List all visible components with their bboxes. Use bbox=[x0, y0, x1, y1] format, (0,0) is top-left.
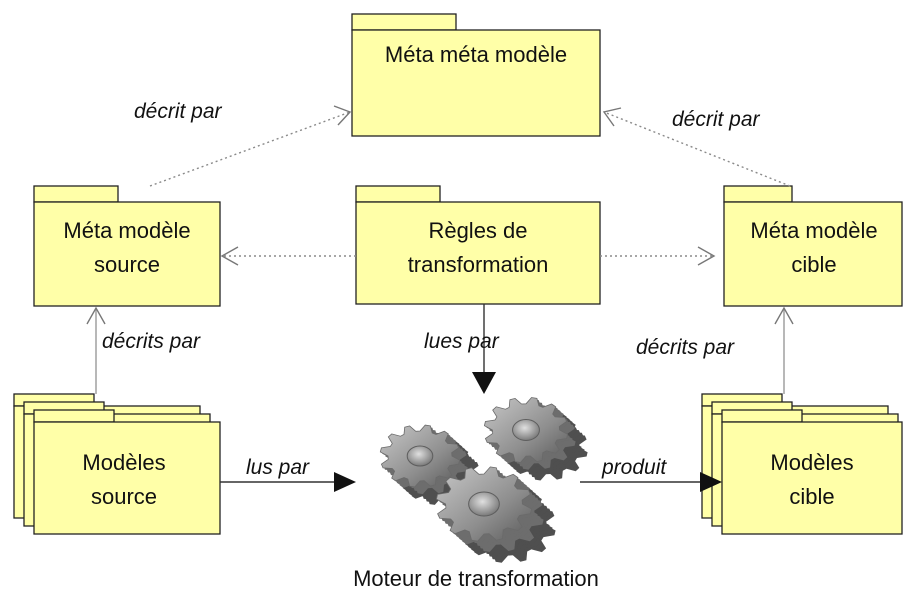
gear-hub bbox=[468, 491, 500, 517]
package-rules-line1: Règles de bbox=[428, 218, 527, 243]
package-models-source-line1: Modèles bbox=[82, 450, 165, 475]
edge-models-target-to-meta-target bbox=[774, 306, 794, 394]
edge-label-read-by-models: lus par bbox=[246, 456, 310, 479]
edge-engine-to-models-target bbox=[580, 472, 722, 492]
package-models-target: Modèles cible bbox=[701, 393, 903, 535]
package-meta-target-line1: Méta modèle bbox=[750, 218, 877, 243]
package-models-source: Modèles source bbox=[13, 393, 221, 535]
edge-label-produces: produit bbox=[601, 456, 667, 479]
package-models-target-line1: Modèles bbox=[770, 450, 853, 475]
edge-rules-to-meta-target bbox=[600, 246, 716, 266]
edge-models-source-to-engine bbox=[220, 472, 356, 492]
package-meta-target-line2: cible bbox=[791, 252, 836, 277]
package-models-source-line2: source bbox=[91, 484, 157, 509]
package-transformation-rules: Règles de transformation bbox=[355, 185, 601, 305]
edge-label-described-by-right: décrit par bbox=[672, 108, 761, 131]
package-models-target-line2: cible bbox=[789, 484, 834, 509]
edge-label-described-by-left: décrit par bbox=[134, 100, 223, 123]
package-rules-line2: transformation bbox=[408, 252, 549, 277]
edge-rules-to-engine bbox=[472, 304, 496, 394]
package-meta-source-line2: source bbox=[94, 252, 160, 277]
edge-rules-to-meta-source bbox=[220, 246, 356, 266]
gear-hub bbox=[406, 445, 434, 467]
edge-label-described-plural-right: décrits par bbox=[636, 336, 735, 359]
package-meta-model-target: Méta modèle cible bbox=[723, 185, 903, 307]
edge-label-read-by-rules: lues par bbox=[424, 330, 500, 353]
package-meta-source-line1: Méta modèle bbox=[63, 218, 190, 243]
engine-caption: Moteur de transformation bbox=[353, 566, 599, 591]
edge-meta-source-to-meta-meta bbox=[149, 105, 352, 187]
edge-label-described-plural-left: décrits par bbox=[102, 330, 201, 353]
package-meta-meta-model: Méta méta modèle bbox=[351, 13, 601, 137]
package-meta-meta-model-label: Méta méta modèle bbox=[385, 42, 567, 67]
edge-models-source-to-meta-source bbox=[86, 306, 106, 394]
edge-meta-target-to-meta-meta bbox=[602, 107, 791, 187]
gear-hub bbox=[512, 419, 540, 441]
gears-icon bbox=[379, 397, 588, 563]
package-meta-model-source: Méta modèle source bbox=[33, 185, 221, 307]
